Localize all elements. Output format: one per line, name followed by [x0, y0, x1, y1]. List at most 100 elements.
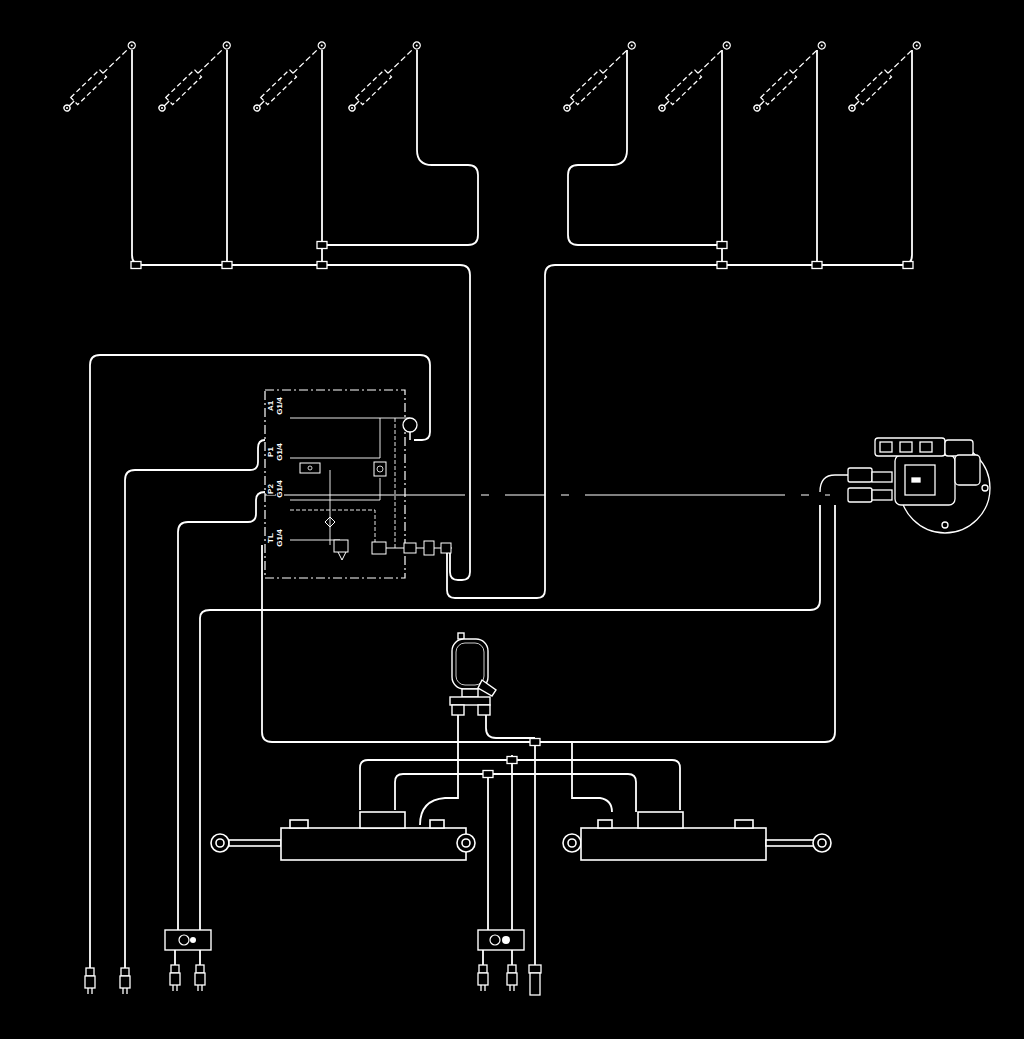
accumulator: [450, 633, 496, 715]
hydraulic-pump: [848, 468, 872, 482]
couplers: [120, 968, 130, 994]
couplers: [529, 965, 541, 973]
couplers: [85, 965, 541, 995]
valve-block: [334, 540, 348, 552]
couplers: [85, 968, 95, 994]
steering-cylinder: [457, 834, 475, 852]
steering-cylinder: [281, 828, 466, 860]
hydraulic-hose: [200, 505, 820, 930]
hydraulic-hose: [90, 355, 430, 968]
hydraulic-pump: [920, 442, 932, 452]
valve-block: [395, 418, 396, 548]
valve-block: [372, 542, 386, 554]
steering-cylinder: [813, 834, 831, 852]
port-label: G1/4: [276, 479, 284, 498]
steering-cylinder: [229, 840, 281, 846]
hydraulic-hose: [420, 715, 458, 825]
valve-block: [377, 466, 383, 472]
hose-tees: [131, 242, 913, 778]
hydraulic-pump: [945, 440, 973, 456]
couplers: [507, 965, 517, 991]
top-cylinders: [156, 39, 232, 113]
hydraulic-hose: [199, 950, 201, 965]
center-line: [265, 494, 830, 495]
hydraulic-pump: [875, 438, 945, 456]
hydraulic-pump: [942, 522, 948, 528]
hose-tees: [317, 262, 327, 269]
steering-cylinder: [360, 812, 405, 828]
accumulator: [462, 689, 478, 697]
hydraulic-hose: [360, 760, 680, 810]
hydraulic-hose: [262, 505, 835, 742]
hose-clamp: [190, 937, 196, 943]
couplers: [170, 965, 180, 991]
valve-block: [308, 466, 312, 470]
accumulator: [456, 643, 484, 685]
valve-block: [290, 418, 380, 458]
valve-block: [424, 541, 434, 555]
hydraulic-pump: [872, 472, 892, 482]
hose-tees: [812, 262, 822, 269]
hydraulic-hose: [487, 775, 489, 930]
hydraulic-hose: [482, 950, 484, 965]
valve-block: [290, 418, 410, 419]
valve-block: [403, 418, 417, 432]
hydraulic-hose: [321, 50, 323, 265]
hydraulic-pump: [912, 478, 920, 482]
hose-tees: [717, 242, 727, 249]
accumulator: [478, 705, 490, 715]
valve-block: [290, 540, 340, 548]
accumulator: [450, 697, 490, 705]
port-label: P1: [267, 446, 275, 458]
valve-block: [265, 390, 452, 578]
top-cylinders: [61, 39, 922, 113]
hose-clamp: [478, 930, 524, 950]
hydraulic-pump: [820, 475, 848, 492]
valve-block: [374, 462, 386, 476]
hydraulic-pump: [982, 485, 988, 491]
hydraulic-hose: [568, 50, 722, 245]
hydraulic-pump: [820, 438, 990, 533]
hydraulic-pump: [905, 465, 935, 495]
steering-cylinder: [766, 840, 818, 846]
port-label: P2: [267, 483, 275, 495]
valve-block: [300, 463, 320, 473]
steering-cylinder: [290, 820, 308, 828]
hose-tees: [717, 262, 727, 269]
hose-tees: [483, 771, 493, 778]
port-label: G1/4: [276, 528, 284, 547]
hose-clamp: [165, 930, 211, 950]
top-cylinders: [346, 39, 422, 113]
steering-cylinder: [211, 812, 831, 860]
accumulator: [458, 633, 464, 639]
hydraulic-hose: [816, 50, 818, 265]
hydraulic-hose: [132, 50, 470, 580]
hose-clamp: [179, 935, 189, 945]
steering-cylinder: [735, 820, 753, 828]
hydraulic-hose: [486, 715, 535, 738]
hose-clamp: [502, 936, 510, 944]
hydraulic-hose: [721, 50, 723, 265]
steering-cylinder: [563, 834, 581, 852]
valve-block: [441, 543, 451, 553]
couplers: [478, 965, 488, 991]
hose-tees: [903, 262, 913, 269]
valve-block: [338, 552, 346, 560]
hydraulic-hose: [226, 50, 228, 265]
hydraulic-pump: [955, 455, 980, 485]
steering-cylinder: [638, 812, 683, 828]
port-label: G1/4: [276, 442, 284, 461]
top-cylinders: [251, 39, 327, 113]
hose-clamp: [490, 935, 500, 945]
hydraulic-hose: [447, 50, 912, 598]
hydraulic-hose: [511, 755, 513, 930]
steering-cylinder: [216, 839, 224, 847]
couplers: [530, 973, 540, 995]
valve-block: [330, 470, 331, 545]
hydraulic-hose: [534, 742, 536, 965]
valve-block: [404, 543, 416, 553]
valve-block: [290, 418, 410, 548]
accumulator: [452, 705, 464, 715]
hydraulic-hose: [178, 492, 265, 930]
